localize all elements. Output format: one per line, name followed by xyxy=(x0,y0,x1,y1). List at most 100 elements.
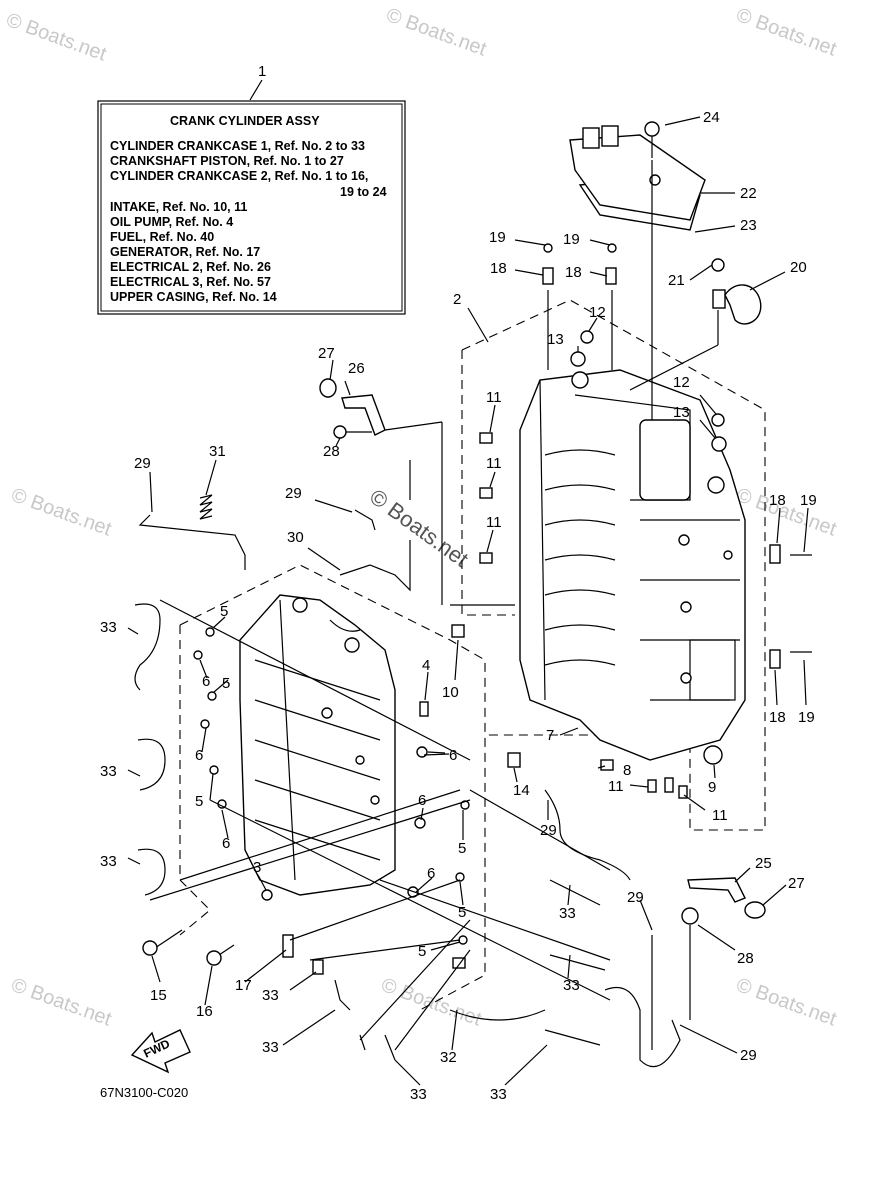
assembly-line: GENERATOR, Ref. No. 17 xyxy=(110,245,260,259)
watermark: © Boats.net xyxy=(733,484,839,541)
callout-number: 13 xyxy=(673,404,690,421)
callout-number: 5 xyxy=(418,943,426,960)
callout-number: 11 xyxy=(486,514,502,531)
callout-number: 5 xyxy=(458,904,466,921)
callout-number: 24 xyxy=(703,109,720,126)
callout-number: 9 xyxy=(708,779,716,796)
callout-number: 33 xyxy=(490,1086,507,1103)
callout-number: 6 xyxy=(202,673,210,690)
callout-number: 33 xyxy=(262,1039,279,1056)
callout-number: 29 xyxy=(627,889,644,906)
assembly-line: ELECTRICAL 3, Ref. No. 57 xyxy=(110,275,271,289)
callout-number: 26 xyxy=(348,360,365,377)
callout-number: 8 xyxy=(623,762,631,779)
callout-number: 12 xyxy=(673,374,690,391)
callout-number: 11 xyxy=(486,455,502,472)
callout-number: 11 xyxy=(608,778,624,795)
callout-number: 4 xyxy=(422,657,430,674)
watermark: © Boats.net xyxy=(383,4,489,61)
callout-number: 7 xyxy=(546,727,554,744)
callout-number: 18 xyxy=(769,709,786,726)
callout-number: 19 xyxy=(800,492,817,509)
assembly-line: ELECTRICAL 2, Ref. No. 26 xyxy=(110,260,271,274)
callout-number: 5 xyxy=(222,675,230,692)
callout-number: 19 xyxy=(798,709,815,726)
callout-number: 33 xyxy=(410,1086,427,1103)
callout-number: 6 xyxy=(449,747,457,764)
center-watermark: © Boats.net xyxy=(365,484,473,572)
callout-number: 33 xyxy=(262,987,279,1004)
callout-number: 29 xyxy=(540,822,557,839)
callout-number: 29 xyxy=(134,455,151,472)
callout-numbers: 1 24 22 23 19 19 18 18 21 20 2 12 13 27 … xyxy=(100,63,817,1103)
callout-number: 6 xyxy=(427,865,435,882)
cylinder-crankcase-1 xyxy=(519,369,746,761)
callout-number: 27 xyxy=(788,875,805,892)
callout-number: 28 xyxy=(737,950,754,967)
callout-number: 5 xyxy=(458,840,466,857)
callout-number: 2 xyxy=(453,291,461,308)
hoses xyxy=(134,460,691,1068)
watermark: © Boats.net xyxy=(8,974,114,1031)
callout-number: 3 xyxy=(253,859,261,876)
assembly-title: CRANK CYLINDER ASSY xyxy=(170,114,320,128)
cover-plate xyxy=(569,125,706,231)
assembly-line: 19 to 24 xyxy=(340,185,387,199)
callout-number: 33 xyxy=(100,853,117,870)
callout-number: 29 xyxy=(285,485,302,502)
callout-number: 6 xyxy=(195,747,203,764)
callout-number: 11 xyxy=(712,807,728,824)
callout-number: 33 xyxy=(563,977,580,994)
watermark: © Boats.net xyxy=(733,974,839,1031)
callout-number: 5 xyxy=(195,793,203,810)
callout-number: 19 xyxy=(563,231,580,248)
cylinder-crankcase-2 xyxy=(239,594,396,896)
callout-number: 18 xyxy=(490,260,507,277)
small-parts xyxy=(199,121,812,925)
callout-number: 33 xyxy=(100,619,117,636)
callout-number: 14 xyxy=(513,782,530,799)
callout-number: 18 xyxy=(565,264,582,281)
assembly-line: CYLINDER CRANKCASE 1, Ref. No. 2 to 33 xyxy=(110,139,365,153)
leader-lines xyxy=(127,116,809,1086)
callout-number: 11 xyxy=(486,389,502,406)
callout-number: 20 xyxy=(790,259,807,276)
callout-number: 10 xyxy=(442,684,459,701)
callout-number: 23 xyxy=(740,217,757,234)
callout-number: 13 xyxy=(547,331,564,348)
callout-number: 16 xyxy=(196,1003,213,1020)
assembly-line: UPPER CASING, Ref. No. 14 xyxy=(110,290,277,304)
watermark: © Boats.net xyxy=(733,4,839,61)
callout-number: 28 xyxy=(323,443,340,460)
diagram-code: 67N3100-C020 xyxy=(100,1085,188,1100)
callout-number: 29 xyxy=(740,1047,757,1064)
callout-number: 33 xyxy=(100,763,117,780)
watermark: © Boats.net xyxy=(8,484,114,541)
callout-number: 6 xyxy=(418,792,426,809)
callout-number: 30 xyxy=(287,529,304,546)
assembly-lines xyxy=(149,160,719,1051)
callout-number: 18 xyxy=(769,492,786,509)
callout-number: 21 xyxy=(668,272,685,289)
callout-number: 17 xyxy=(235,977,252,994)
callout-number: 22 xyxy=(740,185,757,202)
callout-number: 5 xyxy=(220,603,228,620)
assembly-line: CYLINDER CRANKCASE 2, Ref. No. 1 to 16, xyxy=(110,169,368,183)
assembly-line: FUEL, Ref. No. 40 xyxy=(110,230,214,244)
callout-number: 1 xyxy=(258,63,266,80)
assembly-line: OIL PUMP, Ref. No. 4 xyxy=(110,215,233,229)
callout-number: 27 xyxy=(318,345,335,362)
assembly-line: CRANKSHAFT PISTON, Ref. No. 1 to 27 xyxy=(110,154,344,168)
callout-number: 12 xyxy=(589,304,606,321)
watermark: © Boats.net xyxy=(3,9,109,66)
assembly-line: INTAKE, Ref. No. 10, 11 xyxy=(110,200,247,214)
assembly-title-box: CRANK CYLINDER ASSY CYLINDER CRANKCASE 1… xyxy=(97,79,406,315)
callout-number: 6 xyxy=(222,835,230,852)
callout-number: 31 xyxy=(209,443,226,460)
forward-arrow: FWD xyxy=(130,1029,191,1074)
callout-number: 15 xyxy=(150,987,167,1004)
callout-number: 19 xyxy=(489,229,506,246)
callout-number: 33 xyxy=(559,905,576,922)
